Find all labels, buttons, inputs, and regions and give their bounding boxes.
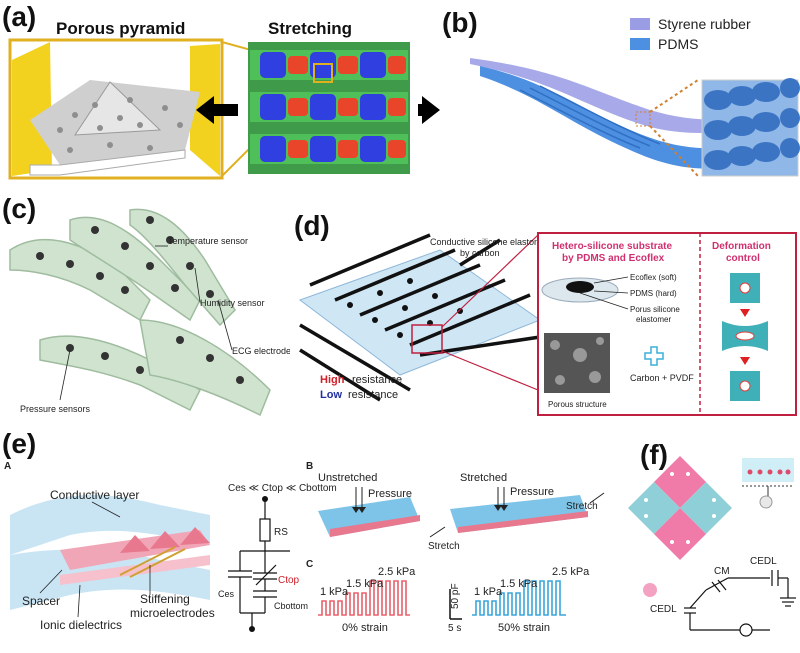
scale-s-label: 5 s [448, 623, 461, 634]
sub-a-label: A [4, 461, 11, 472]
plus-icon [644, 346, 664, 366]
hetero-title-2: by PDMS and Ecoflex [562, 253, 665, 264]
conductive-lines [299, 233, 541, 402]
hetero-title-1: Hetero-silicone substrate [552, 241, 672, 252]
panel-b: Styrene rubber PDMS (b) [440, 0, 800, 200]
panel-e-label: (e) [2, 428, 36, 459]
cedl-top-label: CEDL [750, 556, 777, 567]
down-arrow-icon-1 [740, 309, 750, 317]
porus-label-1: Porus silicone [630, 305, 680, 314]
pressure-label-2: Pressure [510, 486, 554, 498]
ces-label: Ces [218, 589, 235, 599]
conductive-layer-label: Conductive layer [50, 488, 139, 502]
callout-temperature: Temperature sensor [168, 236, 248, 246]
unstretched-label: Unstretched [318, 472, 377, 484]
rs-label: RS [274, 527, 288, 538]
grid-substrate [298, 249, 542, 376]
legend-swatch-pdms [630, 38, 650, 50]
spacer-label: Spacer [22, 594, 60, 608]
panel-a-figure: Porous pyramid Stretching (a) [2, 1, 440, 180]
pdms-layer [480, 66, 740, 169]
diamond-bottom [654, 508, 706, 560]
p2-label-0: 1.5 kPa [346, 578, 384, 590]
p2-label-50: 1.5 kPa [500, 578, 538, 590]
arrow-right-icon [418, 96, 440, 124]
legend-pdms: PDMS [658, 36, 698, 52]
callout-humidity: Humidity sensor [200, 298, 265, 308]
down-arrow-icon-2 [740, 357, 750, 365]
panel-a-label: (a) [2, 1, 36, 32]
panel-b-figure: Styrene rubber PDMS (b) [442, 7, 800, 177]
low-label: Low [320, 389, 342, 401]
p3-label-0: 2.5 kPa [378, 566, 416, 578]
deform-title-2: control [726, 253, 760, 264]
sub-b-label: B [306, 461, 313, 472]
skin-contact-icon [759, 495, 773, 509]
pore-dots [57, 97, 183, 153]
grid-label-2: by carbon [460, 248, 500, 258]
stretching-map [248, 42, 410, 174]
cbottom-label: Cbottom [274, 601, 308, 611]
stretched-label: Stretched [460, 472, 507, 484]
p3-label-50: 2.5 kPa [552, 566, 590, 578]
callout-ecg: ECG electrode [232, 346, 290, 356]
cedl-bottom-label: CEDL [650, 604, 677, 615]
stiffening-label-1: Stiffening [140, 592, 190, 606]
device-3d [10, 495, 210, 610]
electrode-contact-icon [643, 583, 657, 597]
low-resistance-label: resistance [348, 389, 398, 401]
ionic-label: Ionic dielectrics [40, 618, 122, 632]
arrow-left-icon [196, 96, 238, 124]
panel-c-label: (c) [2, 193, 36, 224]
porus-label-2: elastomer [636, 315, 671, 324]
legend-swatch-styrene [630, 18, 650, 30]
strain50-label: 50% strain [498, 622, 550, 634]
panel-d-figure: Conductive silicone elastomer by carbon … [294, 210, 797, 416]
high-label: High [320, 374, 345, 386]
pdms-label: PDMS (hard) [630, 289, 677, 298]
p1-label-0: 1 kPa [320, 586, 349, 598]
carbon-label: Carbon + PVDF [630, 373, 694, 383]
signal-trace-0pct [318, 580, 410, 616]
p1-label-50: 1 kPa [474, 586, 503, 598]
signal-trace-50pct [472, 580, 566, 616]
panel-c: Temperature sensor Humidity sensor ECG e… [0, 190, 291, 430]
panel-f-circuit [684, 570, 796, 637]
ecoflex-label: Ecoflex (soft) [630, 273, 677, 282]
panel-e: (e) A Conductive layer Spacer Ionic diel… [0, 425, 610, 648]
high-resistance-label: resistance [352, 374, 402, 386]
panel-f-figure: (f) CM CEDL CEDL [628, 439, 796, 637]
stretch-label-left: Stretch [428, 541, 460, 552]
panel-f-label: (f) [640, 439, 668, 470]
stiffening-label-2: microelectrodes [130, 606, 215, 620]
grid-label-1: Conductive silicone elastomer [430, 237, 550, 247]
panel-e-figure: (e) A Conductive layer Spacer Ionic diel… [2, 428, 605, 634]
porous-pyramid-title: Porous pyramid [56, 19, 185, 38]
pressure-label-1: Pressure [368, 488, 412, 500]
panel-f: (f) CM CEDL CEDL [610, 430, 800, 648]
deform-title-1: Deformation [712, 241, 771, 252]
cap-relation-label: Ces ≪ Ctop ≪ Cbottom [228, 483, 337, 494]
ctop-label: Ctop [278, 575, 300, 586]
pyramid [74, 81, 162, 136]
cm-label: CM [714, 566, 730, 577]
legend-styrene: Styrene rubber [658, 16, 751, 32]
yellow-side-left [12, 42, 52, 176]
styrene-rubber-layer [470, 58, 780, 133]
scale-pf-label: 50 pF [450, 583, 461, 609]
panel-d: Conductive silicone elastomer by carbon … [290, 205, 800, 420]
panel-d-label: (d) [294, 210, 330, 241]
panel-c-figure: Temperature sensor Humidity sensor ECG e… [2, 193, 291, 417]
strain0-label: 0% strain [342, 622, 388, 634]
stretched-sensor [450, 495, 588, 533]
panel-b-label: (b) [442, 7, 478, 38]
porous-structure-label: Porous structure [548, 400, 607, 409]
callout-pressure: Pressure sensors [20, 404, 91, 414]
sub-c-label: C [306, 559, 313, 570]
stretching-title: Stretching [268, 19, 352, 38]
panel-a: Porous pyramid Stretching (a) [0, 0, 440, 180]
stretch-label-right: Stretch [566, 501, 598, 512]
